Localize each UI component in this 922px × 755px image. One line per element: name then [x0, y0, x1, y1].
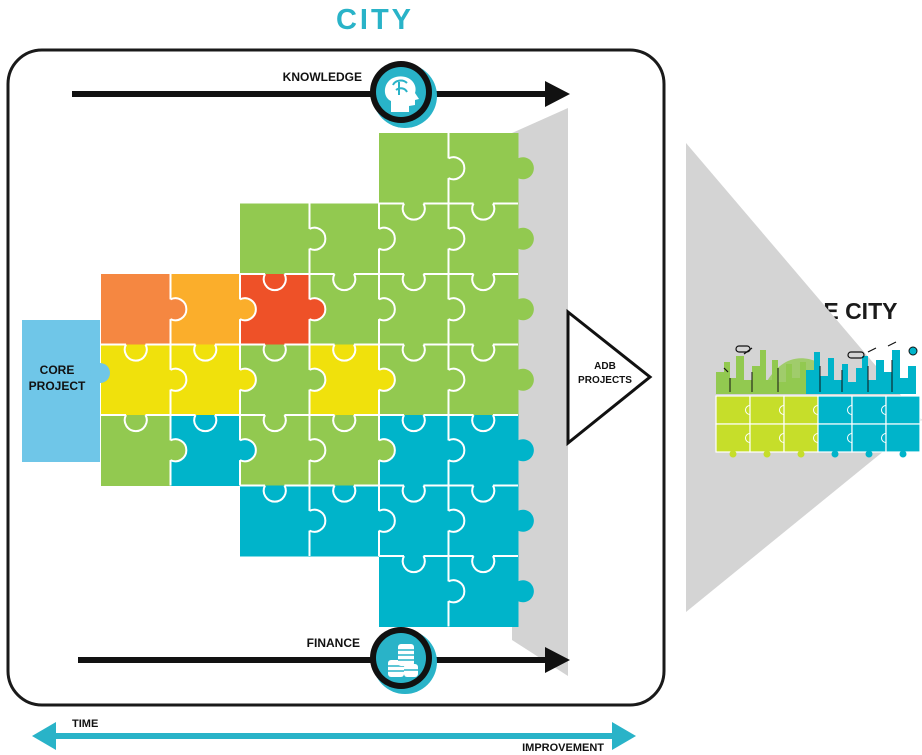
- puzzle-knob: [518, 580, 534, 603]
- puzzle-knob: [448, 367, 466, 392]
- mini-puzzle-knob: [763, 450, 771, 458]
- puzzle-knob: [518, 368, 534, 391]
- puzzle-piece-green: [379, 133, 449, 204]
- puzzle-knob: [401, 555, 426, 574]
- knowledge-label: KNOWLEDGE: [283, 70, 362, 84]
- adb-label-1: ADB: [594, 361, 616, 372]
- puzzle-knob: [262, 485, 287, 503]
- puzzle-knob: [518, 227, 534, 250]
- puzzle-knob: [170, 438, 188, 463]
- core-project-label-2: PROJECT: [29, 379, 86, 393]
- puzzle-piece-green: [240, 203, 310, 275]
- city-frame: [6, 48, 666, 707]
- puzzle-knob: [471, 203, 496, 221]
- puzzle-knob: [471, 555, 496, 574]
- puzzle-knob: [471, 273, 496, 292]
- puzzle-knob: [401, 485, 426, 503]
- mini-puzzle-piece: [749, 423, 785, 453]
- puzzle-knob: [378, 297, 396, 322]
- finance-arrow: FINANCE: [78, 636, 570, 673]
- puzzle-knob: [448, 226, 466, 251]
- puzzle-knob: [401, 344, 426, 362]
- puzzle-knob: [170, 297, 188, 322]
- puzzle-knob: [448, 579, 466, 604]
- coin-stack-icon: [370, 627, 437, 694]
- puzzle-knob: [262, 273, 287, 292]
- puzzle-knob: [332, 414, 357, 433]
- mini-puzzle-piece: [851, 423, 887, 453]
- puzzle-knob: [518, 298, 534, 321]
- knowledge-arrow: KNOWLEDGE: [72, 70, 570, 107]
- livable-city-puzzle: [715, 395, 921, 458]
- puzzle-knob: [518, 509, 534, 532]
- mini-puzzle-piece: [817, 395, 853, 425]
- page-title: CITY: [335, 4, 415, 36]
- puzzle-knob: [262, 344, 287, 362]
- puzzle-knob: [448, 438, 466, 463]
- mini-puzzle-piece: [715, 395, 751, 425]
- mini-puzzle-knob: [797, 450, 805, 458]
- adb-projects-triangle: ADB PROJECTS: [566, 308, 653, 447]
- time-label: TIME: [72, 718, 98, 730]
- puzzle-knob: [262, 414, 287, 433]
- mini-puzzle-piece: [851, 395, 887, 425]
- puzzle-knob: [448, 156, 466, 181]
- puzzle-knob: [471, 485, 496, 503]
- finance-label: FINANCE: [307, 636, 360, 650]
- puzzle-knob: [193, 344, 218, 362]
- mini-puzzle-knob: [729, 450, 737, 458]
- time-improvement-arrow: TIME IMPROVEMENT: [32, 718, 636, 754]
- mini-puzzle-piece: [885, 423, 921, 453]
- mini-puzzle-knob: [865, 450, 873, 458]
- puzzle-knob: [332, 344, 357, 362]
- head-brain-icon: [370, 61, 437, 128]
- puzzle-knob: [401, 414, 426, 433]
- puzzle-knob: [518, 157, 534, 180]
- puzzle-knob: [401, 203, 426, 221]
- puzzle-knob: [448, 297, 466, 322]
- mini-puzzle-piece: [885, 395, 921, 425]
- mini-puzzle-piece: [749, 395, 785, 425]
- puzzle-knob: [471, 414, 496, 433]
- puzzle-grid: [101, 133, 534, 627]
- mini-puzzle-piece: [783, 395, 819, 425]
- puzzle-knob: [471, 344, 496, 362]
- puzzle-knob: [518, 439, 534, 462]
- puzzle-knob: [378, 226, 396, 251]
- puzzle-knob: [448, 508, 466, 533]
- mini-puzzle-knob: [831, 450, 839, 458]
- puzzle-piece-orange: [101, 274, 171, 345]
- puzzle-knob: [170, 367, 188, 392]
- puzzle-knob: [309, 367, 327, 392]
- puzzle-knob: [401, 273, 426, 292]
- puzzle-knob: [123, 414, 148, 433]
- puzzle-knob: [309, 438, 327, 463]
- mini-puzzle-piece: [817, 423, 853, 453]
- puzzle-knob: [378, 438, 396, 463]
- puzzle-knob: [332, 485, 357, 503]
- puzzle-knob: [193, 414, 218, 433]
- mini-puzzle-piece: [783, 423, 819, 453]
- improvement-label: IMPROVEMENT: [522, 742, 604, 754]
- puzzle-knob: [239, 297, 257, 322]
- mini-puzzle-piece: [715, 423, 751, 453]
- puzzle-knob: [309, 226, 327, 251]
- puzzle-knob: [239, 438, 257, 463]
- puzzle-knob: [309, 508, 327, 533]
- core-project-label-1: CORE: [40, 363, 75, 377]
- adb-gray-strip: [512, 108, 568, 676]
- puzzle-knob: [123, 344, 148, 362]
- core-project-piece: CORE PROJECT: [22, 320, 110, 462]
- mini-puzzle-knob: [899, 450, 907, 458]
- puzzle-knob: [239, 367, 257, 392]
- puzzle-knob: [378, 367, 396, 392]
- puzzle-knob: [332, 273, 357, 292]
- adb-label-2: PROJECTS: [578, 375, 632, 386]
- puzzle-knob: [378, 508, 396, 533]
- puzzle-knob: [309, 297, 327, 322]
- city-skyline-icon: [716, 341, 918, 394]
